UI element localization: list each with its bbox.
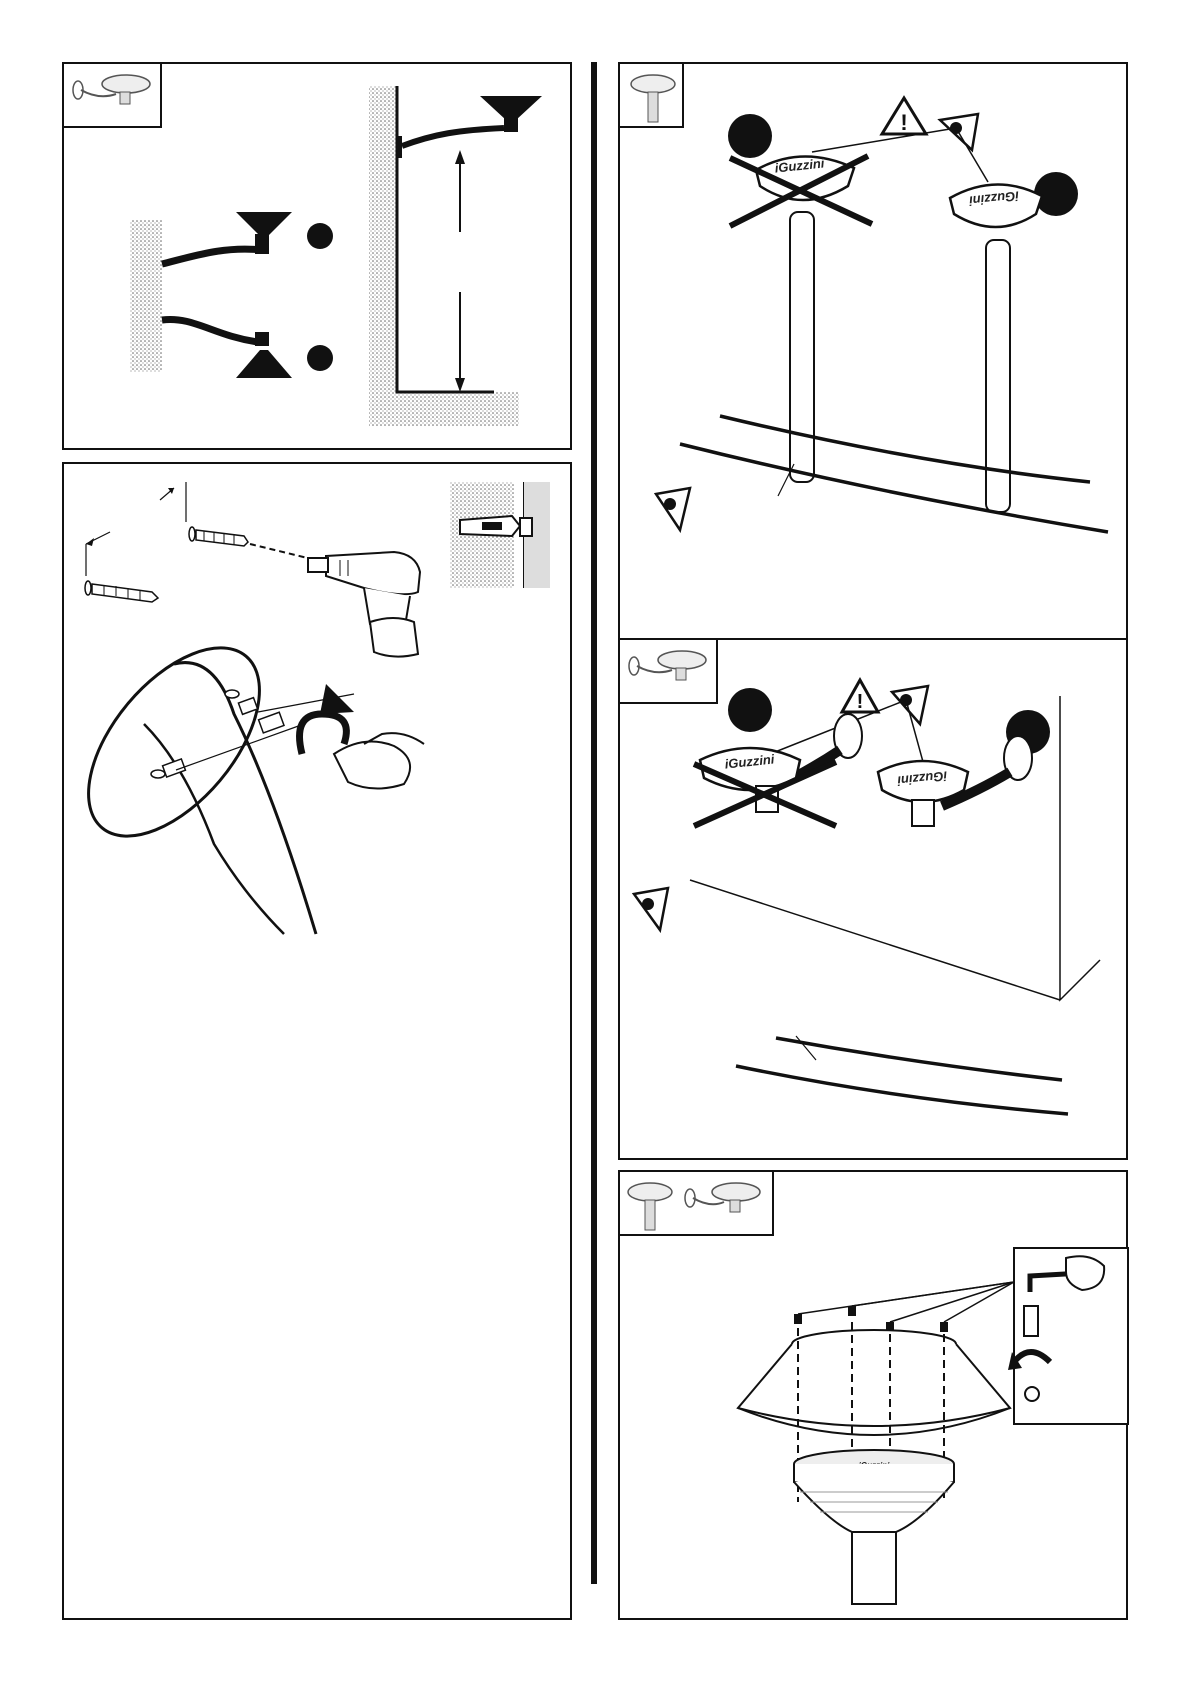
option-marker-2 xyxy=(307,345,333,371)
head-up-shade xyxy=(236,212,292,236)
drill-fixing-diagram xyxy=(64,464,574,1622)
pole-lamp-diagram: ! iGuzzini iGuzzini xyxy=(620,64,1130,642)
head-down-shade xyxy=(236,350,292,378)
wall-lamp-diagram: ! iGuzzini iGuzzini xyxy=(620,640,1130,1162)
road-edge-far xyxy=(720,416,1090,482)
bracket-arm-lower xyxy=(162,319,258,342)
small-wall-section xyxy=(130,220,162,372)
wall-anchor-section-inset xyxy=(450,482,550,588)
floor-section xyxy=(369,392,519,426)
power-drill xyxy=(308,552,420,657)
panel-diffuser-fixing: iGuzzini xyxy=(618,1170,1128,1620)
rotate-arrow-icon xyxy=(300,714,347,754)
option-marker-1 xyxy=(728,688,772,732)
wall-lamp-correct-orientation: iGuzzini xyxy=(878,736,1032,826)
wall-plug-upper xyxy=(189,527,248,546)
svg-text:!: ! xyxy=(857,691,864,713)
panel-drill-fixing xyxy=(62,462,572,1620)
viewer-eye-icon xyxy=(634,888,668,930)
allen-key-inset xyxy=(1008,1248,1128,1424)
lamp-body: iGuzzini xyxy=(794,1450,954,1604)
road-edge-near xyxy=(680,444,1108,532)
road-edge-far xyxy=(776,1038,1062,1080)
mounting-base-closeup xyxy=(56,618,424,934)
viewer-eye-icon xyxy=(656,488,690,530)
diffuser-fixing-diagram: iGuzzini xyxy=(620,1172,1130,1622)
panel-pole-lamp-orientation: ! iGuzzini iGuzzini xyxy=(618,62,1128,640)
panel-wall-lamp-orientation: ! iGuzzini iGuzzini xyxy=(618,638,1128,1160)
pole-lamp-correct-orientation: iGuzzini xyxy=(950,184,1042,512)
wall-lamp-wrong-orientation: iGuzzini xyxy=(694,714,862,826)
wall-mount-diagram xyxy=(64,64,574,452)
option-marker-1 xyxy=(728,114,772,158)
svg-text:!: ! xyxy=(900,110,907,135)
column-divider xyxy=(591,62,597,1584)
bracket-arm-upper xyxy=(162,249,262,264)
tall-wall-section xyxy=(369,86,397,426)
wall-plug-lower xyxy=(85,581,158,602)
diffuser-shade xyxy=(738,1330,1010,1435)
option-marker-1 xyxy=(307,223,333,249)
panel-wall-mount-height xyxy=(62,62,572,450)
viewer-eye-icon xyxy=(892,686,928,724)
